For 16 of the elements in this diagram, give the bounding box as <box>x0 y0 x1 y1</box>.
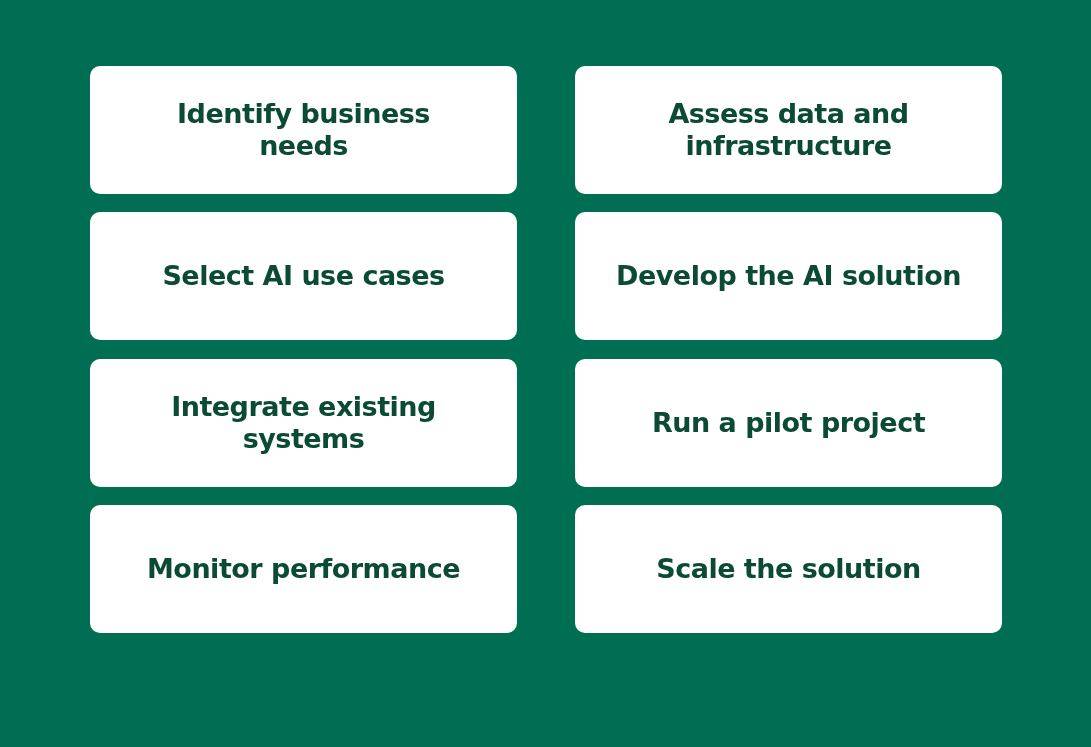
step-card <box>575 359 1002 487</box>
step-label: Monitor performance <box>147 552 460 586</box>
step-card <box>90 66 517 194</box>
step-card <box>575 212 1002 340</box>
step-card <box>90 212 517 340</box>
step-label: Develop the AI solution <box>616 259 961 293</box>
step-card <box>90 359 517 487</box>
step-card <box>575 505 1002 633</box>
step-card <box>90 505 517 633</box>
step-label: Select AI use cases <box>162 259 445 293</box>
step-label: Integrate existing systems <box>170 390 437 456</box>
step-label: Identify business needs <box>176 97 431 163</box>
step-label: Assess data and infrastructure <box>667 97 910 163</box>
step-card <box>575 66 1002 194</box>
step-label: Run a pilot project <box>651 406 926 440</box>
step-label: Scale the solution <box>656 552 921 586</box>
